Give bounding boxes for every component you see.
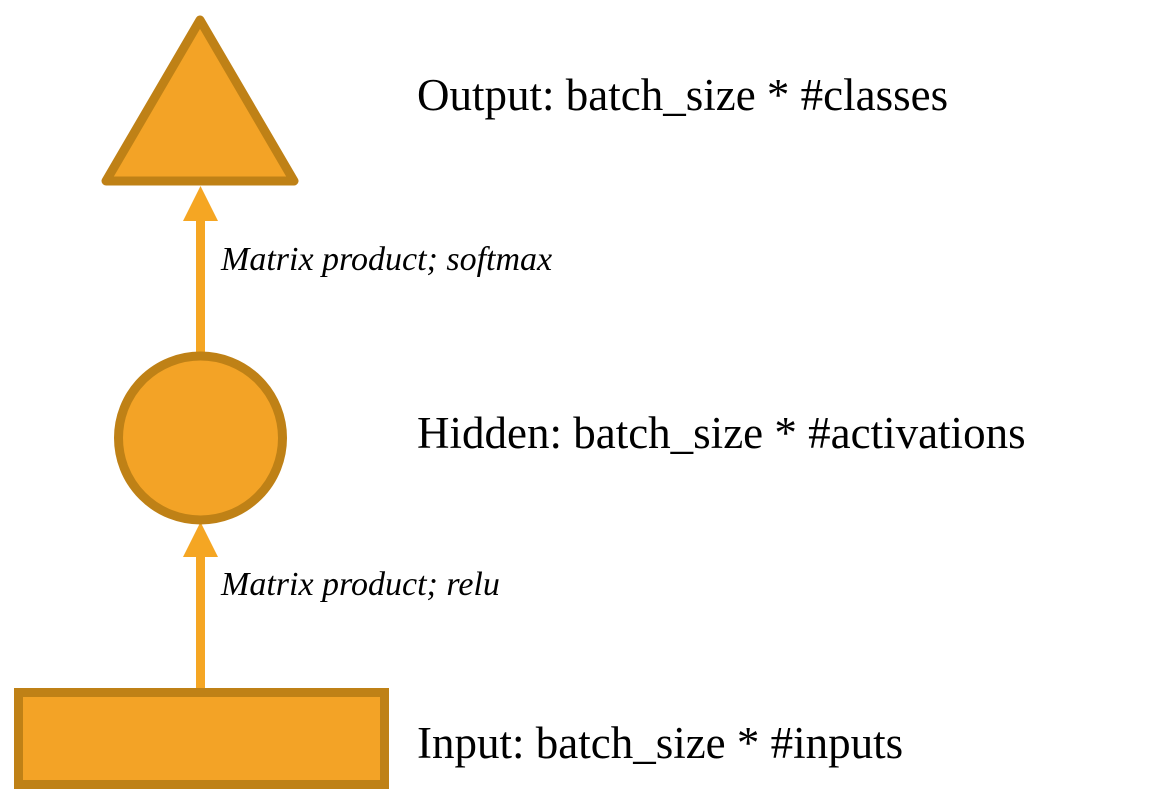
node-input-rectangle[interactable] [14, 688, 389, 789]
edge-hidden-to-output-label: Matrix product; softmax [221, 241, 553, 278]
edge-hidden-to-output-arrow [183, 186, 218, 353]
node-hidden-label: Hidden: batch_size * #activations [417, 408, 1026, 458]
node-input-label: Input: batch_size * #inputs [417, 718, 904, 768]
node-hidden-circle[interactable] [114, 351, 287, 525]
edge-input-to-hidden-label: Matrix product; relu [221, 566, 500, 603]
node-output-triangle[interactable] [101, 15, 299, 186]
edge-input-to-hidden-arrow [183, 522, 218, 690]
node-output-label: Output: batch_size * #classes [417, 70, 949, 120]
